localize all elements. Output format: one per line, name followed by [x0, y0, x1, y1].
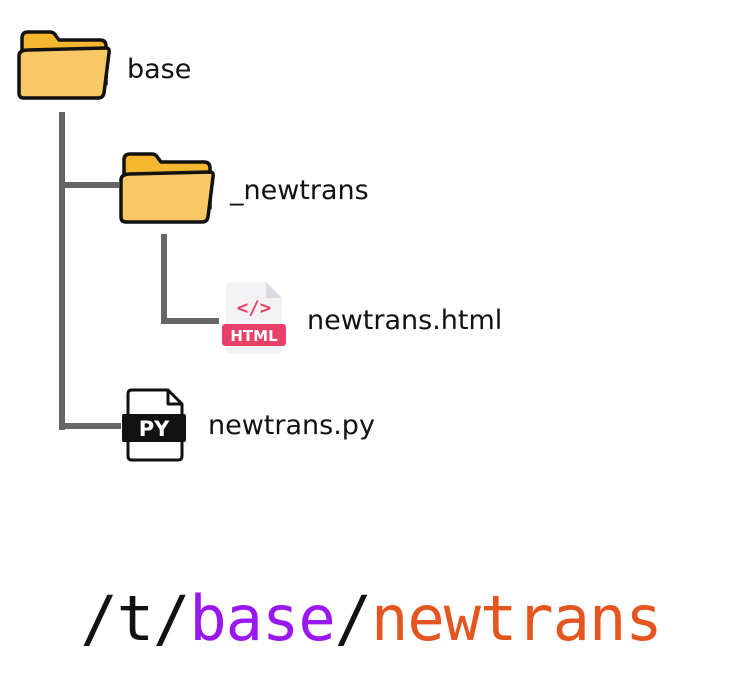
tree-connector-vertical-root [59, 112, 65, 430]
python-file-icon[interactable]: PY [120, 388, 186, 462]
tree-label-newtrans-folder[interactable]: _newtrans [230, 175, 369, 206]
tree-connector-horizontal-subfolder [59, 182, 119, 188]
tree-label-newtrans-html[interactable]: newtrans.html [307, 305, 503, 336]
path-base: base [189, 582, 335, 655]
html-badge-label: HTML [230, 327, 278, 345]
folder-icon[interactable] [118, 150, 216, 226]
path-name: newtrans [371, 582, 663, 655]
html-glyph: </> [237, 297, 271, 319]
tree-connector-horizontal-html [161, 318, 219, 324]
path-prefix: /t/ [80, 582, 190, 655]
tree-label-newtrans-py[interactable]: newtrans.py [208, 410, 375, 441]
tree-connector-vertical-subfolder [161, 234, 167, 324]
tree-connector-horizontal-py [59, 423, 121, 429]
path-separator: / [334, 582, 372, 655]
html-file-icon[interactable]: </> HTML [222, 280, 288, 356]
tree-label-base[interactable]: base [127, 54, 192, 85]
folder-icon[interactable] [16, 28, 112, 102]
path-footer: /t/base/newtrans [0, 588, 742, 650]
py-badge-label: PY [139, 417, 170, 441]
